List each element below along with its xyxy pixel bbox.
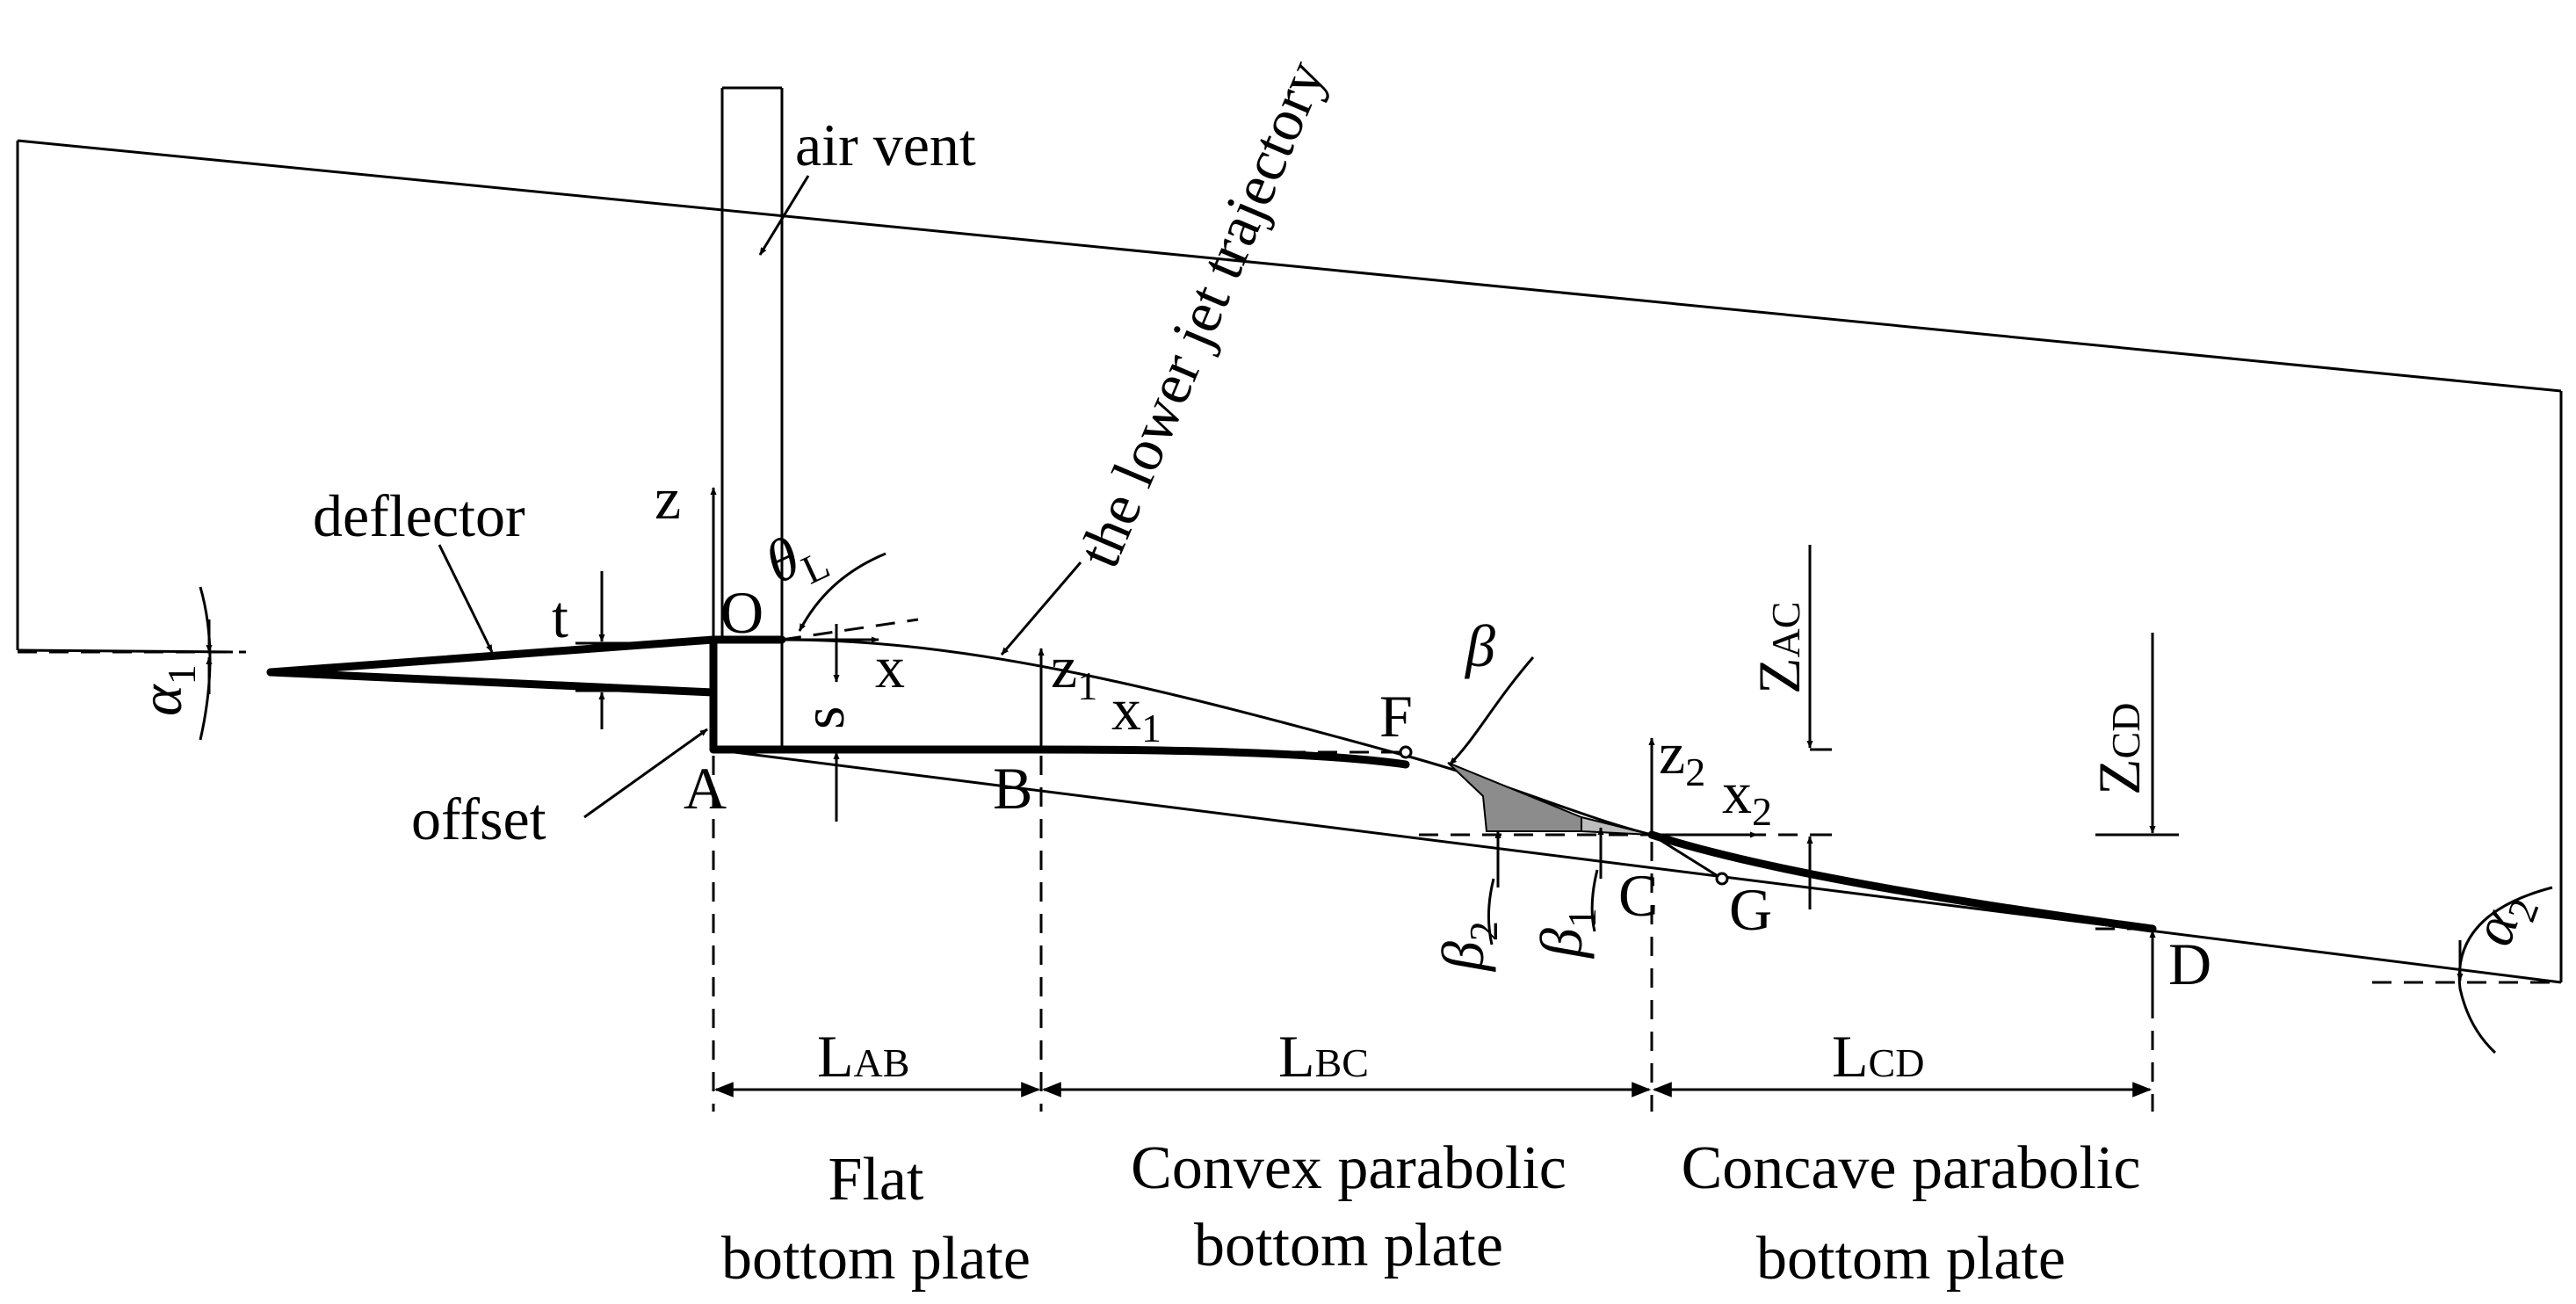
point-C-label: C: [1618, 862, 1658, 929]
z-ac-label: ZAC: [1746, 602, 1813, 694]
coordinate-axes: [710, 487, 1758, 838]
channel-outline: [16, 139, 2563, 984]
beta-leader: [1448, 656, 1535, 766]
offset-leader: [583, 728, 708, 819]
x1-label: x1: [1111, 676, 1161, 750]
z1-label: z1: [1051, 634, 1097, 708]
beta1-arc: [1590, 869, 1599, 932]
angle-arcs: [199, 586, 2553, 1054]
point-D-label: D: [2168, 931, 2211, 997]
beta-label: β: [1464, 612, 1495, 679]
x2-label: x2: [1722, 759, 1772, 834]
air-vent-leader: [758, 175, 810, 256]
point-G-label: G: [1729, 876, 1772, 943]
air-vent-shaft: [720, 86, 784, 750]
t-label: t: [552, 583, 568, 650]
beta2-arc: [1487, 878, 1495, 945]
deflector-label: deflector: [313, 482, 525, 549]
trajectory-leader: [1000, 561, 1082, 656]
beta2-label: β2: [1429, 921, 1506, 973]
concave-parabolic-plate: [1647, 830, 2157, 933]
deflector: [266, 635, 786, 754]
leader-lines: [438, 175, 1604, 887]
lower-jet-trajectory: [781, 638, 1723, 880]
caption-flat-line2: bottom plate: [721, 1225, 1031, 1293]
air-vent-label: air vent: [795, 112, 976, 178]
point-G: [1715, 872, 1729, 886]
x-label: x: [875, 634, 905, 700]
z-label: z: [655, 465, 681, 532]
point-O-label: O: [720, 579, 763, 646]
theta-l-label: θL: [755, 513, 836, 605]
l-cd-label: LCD: [1832, 1023, 1924, 1090]
t-dimension: [575, 571, 633, 729]
point-F-label: F: [1379, 683, 1413, 750]
z-cd-label: ZCD: [2086, 703, 2153, 795]
l-bc-label: LBC: [1278, 1023, 1369, 1090]
caption-flat-line1: Flat: [829, 1146, 924, 1213]
caption-convex-line1: Convex parabolic: [1131, 1134, 1567, 1202]
point-A-label: A: [684, 755, 727, 822]
z-ac-dimension: [1806, 545, 1832, 909]
point-B-label: B: [993, 755, 1032, 822]
beta-wedge-dark: [1447, 762, 1582, 832]
beta-wedge-light: [1581, 815, 1653, 836]
l-ab-label: LAB: [817, 1023, 909, 1090]
theta-leader: [798, 552, 886, 632]
z2-label: z2: [1659, 720, 1705, 794]
caption-convex-line2: bottom plate: [1194, 1212, 1503, 1279]
channel-top-wall: [17, 139, 2562, 393]
slope-reference-line: [713, 748, 2562, 984]
caption-concave-line1: Concave parabolic: [1682, 1134, 2141, 1202]
s-label: s: [790, 706, 857, 729]
construction-lines: [18, 618, 2561, 1112]
caption-concave-line2: bottom plate: [1756, 1225, 2066, 1293]
offset-label: offset: [411, 786, 546, 852]
deflector-leader: [438, 544, 494, 653]
z-cd-dimension: [2095, 633, 2179, 1011]
alpha1-label: α1: [127, 664, 204, 716]
beta1-label: β1: [1528, 908, 1604, 960]
section-captions: Flat bottom plate Convex parabolic botto…: [721, 1134, 2140, 1293]
s-dimension: [807, 624, 843, 822]
trajectory-label: the lower jet trajectory: [1065, 51, 1338, 576]
